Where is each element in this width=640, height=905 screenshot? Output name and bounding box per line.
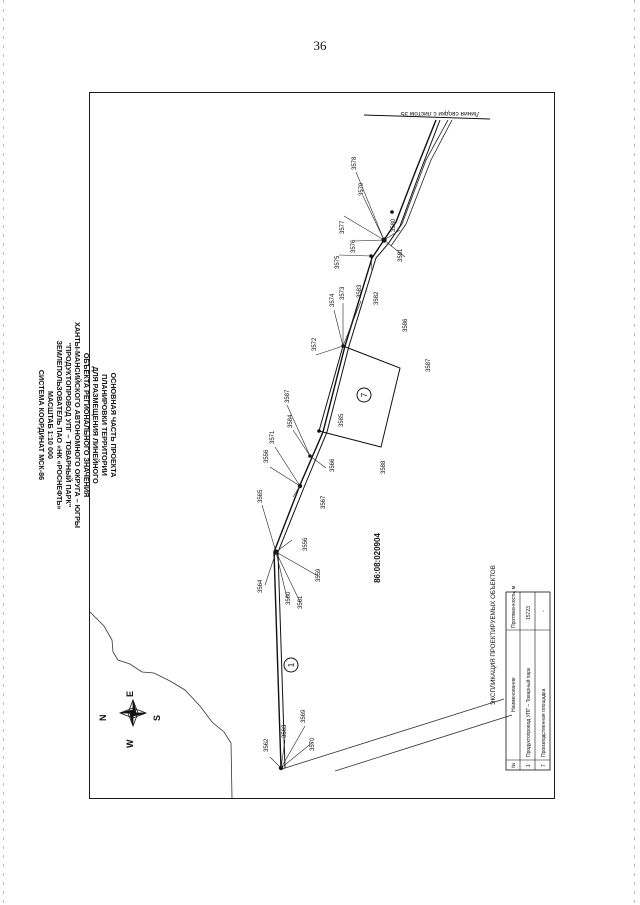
point-label: 3580 bbox=[391, 218, 397, 232]
point-label: 3564 bbox=[258, 579, 264, 593]
compass-e: E bbox=[125, 691, 135, 697]
compass-n: N bbox=[98, 715, 108, 722]
point-label: 3579 bbox=[359, 182, 365, 196]
legend-row-name: Продуктопровод УПГ – Товарный парк bbox=[525, 667, 532, 757]
point-label: 3573 bbox=[340, 286, 346, 300]
point-labels: 3562 3563 3569 3570 3564 3560 3561 3559 … bbox=[258, 156, 432, 752]
road-line-upper bbox=[281, 698, 505, 770]
point-label: 3582 bbox=[374, 291, 380, 305]
terrain-boundary-line bbox=[89, 611, 233, 799]
legend-row-length: - bbox=[541, 610, 547, 612]
legend-title: ЭКСПЛИКАЦИЯ ПРОЕКТИРУЕМЫХ ОБЪЕКТОВ bbox=[490, 565, 497, 705]
point-label: 3588 bbox=[381, 460, 387, 474]
point-label: 3587 bbox=[426, 358, 432, 372]
point-label: 3577 bbox=[340, 220, 346, 234]
point-label: 3563 bbox=[282, 724, 288, 738]
match-line bbox=[363, 114, 491, 120]
compass-rose: N S E W bbox=[98, 691, 162, 748]
point-label: 3567 bbox=[321, 495, 327, 509]
page-number: 36 bbox=[313, 38, 327, 53]
point-label: 3571 bbox=[270, 430, 276, 444]
point-label: 3569 bbox=[301, 709, 307, 723]
point-label: 3561 bbox=[298, 595, 304, 609]
title-line-9: СИСТЕМА КООРДИНАТ МСК-86 bbox=[37, 370, 46, 480]
cadastral-number: 86:08:020904 bbox=[373, 533, 382, 583]
title-line-7: ЗЕМЛЕПОЛЬЗОВАТЕЛЬ ПАО «НК «РОСНЕФТЬ» bbox=[55, 340, 64, 509]
title-line-8: МАСШТАБ 1:10 000 bbox=[46, 391, 55, 459]
point-label: 3560 bbox=[286, 591, 292, 605]
point-label: 3581 bbox=[398, 248, 404, 262]
point-label: 3587 bbox=[285, 389, 291, 403]
compass-s: S bbox=[152, 715, 162, 721]
pipeline-corridor-lower bbox=[273, 119, 437, 769]
drawing-title: ОСНОВНАЯ ЧАСТЬ ПРОЕКТА ПЛАНИРОВКИ ТЕРРИТ… bbox=[37, 322, 118, 528]
point-label: 3572 bbox=[312, 337, 318, 351]
point-label: 3576 bbox=[351, 239, 357, 253]
compass-w: W bbox=[125, 739, 135, 748]
point-label: 3562 bbox=[264, 738, 270, 752]
legend-row-no: 7 bbox=[541, 764, 547, 767]
drawing-frame bbox=[89, 92, 555, 799]
point-label: 3574 bbox=[330, 293, 336, 307]
leader-lines bbox=[261, 171, 406, 769]
legend-table: ЭКСПЛИКАЦИЯ ПРОЕКТИРУЕМЫХ ОБЪЕКТОВ № Наи… bbox=[490, 565, 551, 771]
legend-header-name: Наименование bbox=[511, 677, 517, 712]
point-label: 3586 bbox=[403, 318, 409, 332]
point-label: 3556 bbox=[303, 537, 309, 551]
object-7-label: 7 bbox=[360, 392, 369, 397]
point-label: 3585 bbox=[339, 413, 345, 427]
point-label: 3565 bbox=[258, 489, 264, 503]
legend-header-no: № bbox=[511, 763, 517, 768]
scan-edge-right bbox=[634, 0, 635, 905]
title-line-5: ХАНТЫ-МАНСИЙСКОГО АВТОНОМНОГО ОКРУГА – Ю… bbox=[73, 322, 82, 528]
title-line-3: ДЛЯ РАЗМЕЩЕНИЯ ЛИНЕЙНОГО bbox=[91, 366, 100, 484]
legend-header-length: Протяженность, м bbox=[511, 585, 517, 628]
title-line-4: ОБЪЕКТА РЕГИОНАЛЬНОГО ЗНАЧЕНИЯ bbox=[82, 353, 91, 497]
point-label: 3556 bbox=[264, 449, 270, 463]
scan-edge-left bbox=[3, 0, 4, 905]
point-label: 3575 bbox=[335, 255, 341, 269]
object-1-label: 1 bbox=[287, 662, 296, 667]
title-line-6: "ПРОДУКТОПРОВОД УПГ – ТОВАРНЫЙ ПАРК" bbox=[64, 343, 73, 508]
legend-row-length: 15723 bbox=[526, 606, 532, 620]
point-label: 3578 bbox=[352, 156, 358, 170]
legend-row-name: Производственная площадка bbox=[541, 688, 547, 757]
point-label: 3559 bbox=[316, 568, 322, 582]
pipeline-corridor-right-2 bbox=[390, 119, 453, 247]
point-label: 3566 bbox=[330, 458, 336, 472]
match-line-label: Линия сводки с листом 35 bbox=[400, 110, 479, 117]
point-label: 3584 bbox=[288, 414, 294, 428]
point-label: 3570 bbox=[310, 737, 316, 751]
production-site-polygon bbox=[318, 345, 401, 448]
point-label: 3583 bbox=[357, 284, 363, 298]
object-7-marker: 7 bbox=[356, 387, 372, 403]
object-1-marker: 1 bbox=[283, 657, 299, 673]
road-line-lower bbox=[334, 714, 513, 772]
pipeline-corridor-right bbox=[387, 119, 449, 245]
title-line-1: ОСНОВНАЯ ЧАСТЬ ПРОЕКТА bbox=[109, 373, 118, 478]
title-line-2: ПЛАНИРОВКИ ТЕРРИТОРИИ bbox=[100, 374, 109, 476]
legend-row-no: 1 bbox=[526, 764, 532, 767]
pipeline-corridor-upper bbox=[277, 119, 441, 769]
compass-star-icon bbox=[118, 698, 148, 728]
